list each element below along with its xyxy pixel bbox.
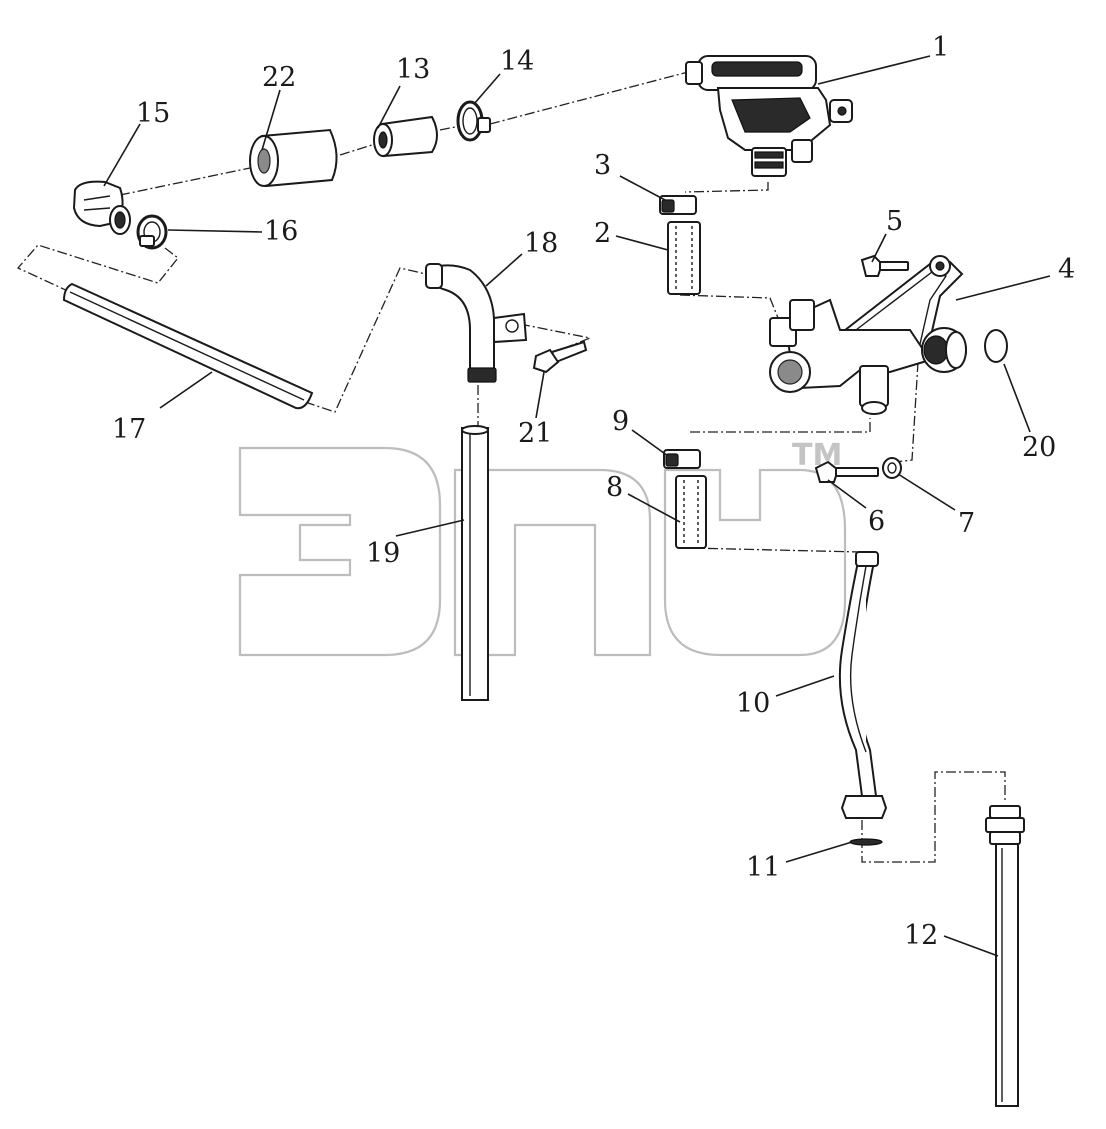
part-19-tube: [461, 425, 489, 701]
part-9-clip: [663, 449, 701, 469]
callout-15: 15: [136, 98, 170, 129]
part-12-pipe: [985, 805, 1025, 1107]
part-21-bolt: [532, 340, 588, 374]
callout-9: 9: [612, 406, 629, 437]
part-18-bent-fitting: [425, 263, 528, 383]
callout-6: 6: [868, 506, 885, 537]
part-11-washer: [849, 838, 883, 846]
callout-16: 16: [264, 216, 298, 247]
callout-12: 12: [904, 920, 938, 951]
watermark-logo: TM: [238, 438, 847, 657]
part-22-sleeve: [249, 128, 338, 188]
leader-lines: [103, 55, 1051, 957]
callout-21: 21: [518, 418, 552, 449]
callout-4: 4: [1058, 254, 1075, 285]
part-8-hose: [675, 475, 707, 549]
callout-7: 7: [958, 508, 975, 539]
part-1-valve-unit: [685, 55, 853, 177]
callout-14: 14: [500, 46, 534, 77]
part-17-pipe: [62, 282, 314, 410]
callout-18: 18: [524, 228, 558, 259]
part-14-clamp: [456, 100, 491, 142]
part-15-elbow: [72, 180, 131, 235]
callout-3: 3: [594, 150, 611, 181]
callout-10: 10: [736, 688, 770, 719]
part-3-clip: [659, 195, 697, 215]
callout-17: 17: [112, 414, 146, 445]
callout-labels: 1 2 3 4 5 6 7 8 9 10 11 12 13 14 15 16 1…: [112, 32, 1075, 951]
thermostat-housing: [769, 298, 932, 415]
callout-5: 5: [886, 206, 903, 237]
callout-2: 2: [594, 218, 611, 249]
assembly-connection-lines: [16, 71, 1006, 863]
callout-20: 20: [1022, 432, 1056, 463]
part-2-hose: [667, 221, 701, 295]
callout-22: 22: [262, 62, 296, 93]
part-5-bolt: [860, 254, 909, 277]
part-10-flex-pipe: [838, 551, 888, 819]
callout-13: 13: [396, 54, 430, 85]
part-20-seal-ring: [921, 327, 1008, 373]
callout-8: 8: [606, 472, 623, 503]
callout-11: 11: [746, 852, 780, 883]
callout-1: 1: [932, 32, 949, 63]
part-13-short-tube: [373, 115, 438, 158]
callout-19: 19: [366, 538, 400, 569]
part-7-washer: [882, 457, 902, 479]
part-16-clamp: [136, 214, 168, 250]
part-6-bolt: [814, 460, 879, 483]
